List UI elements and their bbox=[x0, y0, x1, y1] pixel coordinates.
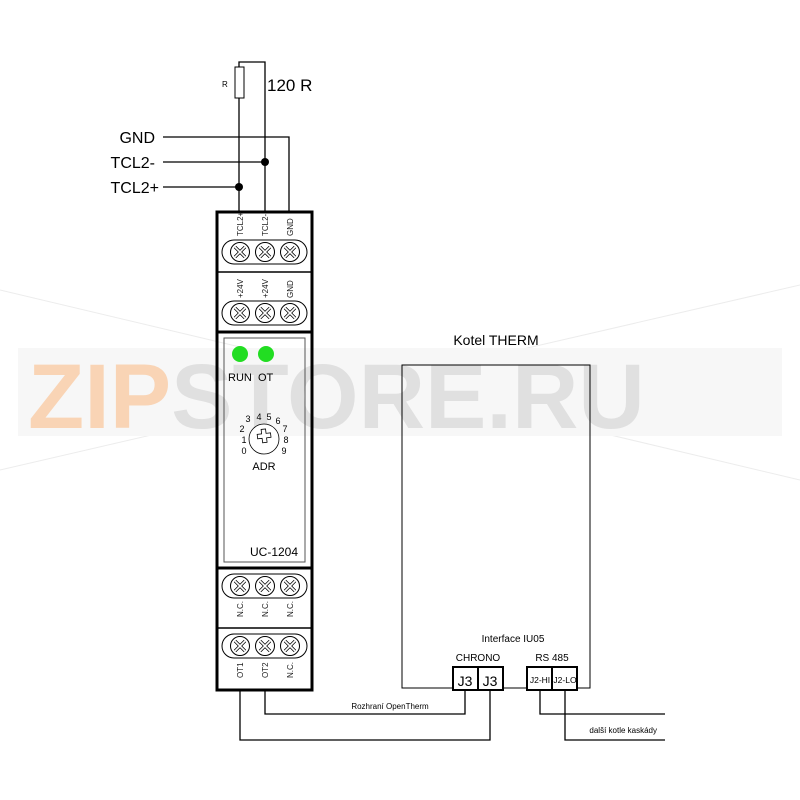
terminal-label: N.C. bbox=[236, 601, 245, 617]
terminal-label: GND bbox=[286, 218, 295, 236]
terminal-label: N.C. bbox=[286, 601, 295, 617]
uc1204-module: TCL2+ TCL2- GND +24V +24V GND N.C. N.C. … bbox=[215, 210, 314, 692]
terminal-block bbox=[221, 573, 308, 599]
junction-dot bbox=[261, 158, 269, 166]
bus-wiring: R 120 R GND TCL2- TCL2+ bbox=[111, 61, 312, 212]
screw-terminal[interactable] bbox=[280, 242, 300, 262]
screw-terminal[interactable] bbox=[280, 636, 300, 656]
switch-digit: 0 bbox=[241, 446, 246, 456]
terminal-block bbox=[221, 633, 308, 659]
terminal-label: OT2 bbox=[261, 662, 270, 678]
junction-dot bbox=[235, 183, 243, 191]
switch-digit: 6 bbox=[275, 416, 280, 426]
cascade-label: další kotle kaskády bbox=[589, 726, 657, 735]
switch-digit: 3 bbox=[245, 414, 250, 424]
j3-label: J3 bbox=[458, 673, 473, 689]
screw-terminal[interactable] bbox=[255, 576, 275, 596]
terminal-label: +24V bbox=[261, 278, 270, 298]
ot-led-label: OT bbox=[258, 372, 274, 384]
resistor-symbol bbox=[234, 66, 245, 99]
boiler-kotel-therm: Kotel THERM Interface IU05 CHRONO RS 485… bbox=[401, 332, 591, 691]
terminal-label: TCL2+ bbox=[236, 211, 245, 236]
rs485-label: RS 485 bbox=[535, 653, 569, 664]
opentherm-wiring: Rozhraní OpenTherm další kotle kaskády bbox=[239, 690, 665, 741]
bus-label-gnd: GND bbox=[119, 130, 155, 147]
watermark: ZIPSTORE.RU bbox=[0, 284, 800, 481]
bus-label-tcl2-plus: TCL2+ bbox=[111, 180, 159, 197]
switch-digit: 7 bbox=[282, 424, 287, 434]
svg-text:ZIPSTORE.RU: ZIPSTORE.RU bbox=[28, 346, 645, 448]
run-led bbox=[232, 346, 248, 362]
j2-lo-label: J2-LO bbox=[553, 675, 577, 685]
run-led-label: RUN bbox=[228, 372, 252, 384]
terminal-block bbox=[221, 300, 308, 326]
terminal-label: +24V bbox=[236, 278, 245, 298]
screw-terminal[interactable] bbox=[280, 303, 300, 323]
screw-terminal[interactable] bbox=[230, 576, 250, 596]
bus-label-tcl2-minus: TCL2- bbox=[111, 155, 155, 172]
boiler-title: Kotel THERM bbox=[453, 332, 538, 348]
switch-digit: 9 bbox=[281, 446, 286, 456]
terminal-label: TCL2- bbox=[261, 213, 270, 236]
terminal-label: N.C. bbox=[286, 662, 295, 678]
watermark-store: STORE.RU bbox=[171, 346, 645, 448]
interface-label: Interface IU05 bbox=[482, 634, 545, 645]
terminal-label: N.C. bbox=[261, 601, 270, 617]
screw-terminal[interactable] bbox=[280, 576, 300, 596]
module-name: UC-1204 bbox=[250, 545, 298, 559]
switch-digit: 8 bbox=[283, 435, 288, 445]
ot-led bbox=[258, 346, 274, 362]
switch-digit: 4 bbox=[256, 412, 261, 422]
screw-terminal[interactable] bbox=[230, 242, 250, 262]
screw-terminal[interactable] bbox=[255, 242, 275, 262]
terminal-label: OT1 bbox=[236, 662, 245, 678]
switch-digit: 1 bbox=[241, 435, 246, 445]
terminal-label: GND bbox=[286, 280, 295, 298]
screw-terminal[interactable] bbox=[230, 303, 250, 323]
screw-terminal[interactable] bbox=[255, 303, 275, 323]
chrono-label: CHRONO bbox=[456, 653, 501, 664]
watermark-zip: ZIP bbox=[28, 346, 171, 448]
switch-digit: 5 bbox=[266, 412, 271, 422]
address-rotary-switch[interactable] bbox=[248, 423, 280, 455]
j2-hi-label: J2-HI bbox=[530, 675, 550, 685]
switch-label: ADR bbox=[252, 461, 275, 473]
resistor-value: 120 R bbox=[267, 76, 312, 95]
screw-terminal[interactable] bbox=[255, 636, 275, 656]
switch-digit: 2 bbox=[239, 424, 244, 434]
resistor-label: R bbox=[222, 80, 228, 89]
opentherm-label: Rozhraní OpenTherm bbox=[351, 702, 429, 711]
terminal-block bbox=[221, 239, 308, 265]
screw-terminal[interactable] bbox=[230, 636, 250, 656]
j3-label: J3 bbox=[483, 673, 498, 689]
